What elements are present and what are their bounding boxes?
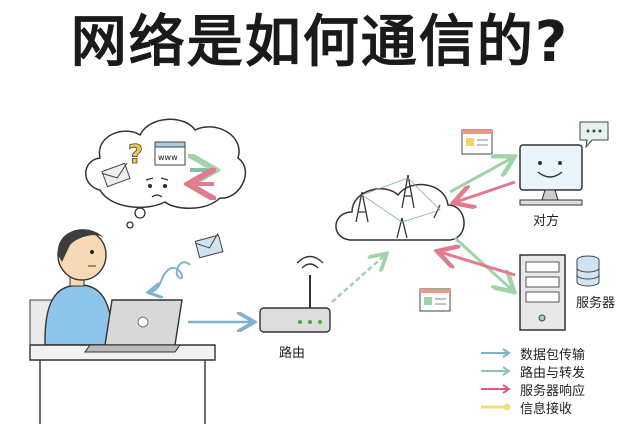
speech-bubble-icon xyxy=(579,121,609,149)
squiggle-arrow xyxy=(150,261,191,292)
browser-window-icon: www xyxy=(154,141,186,166)
legend-item: 路由与转发 xyxy=(480,362,585,381)
database-icon xyxy=(576,255,600,287)
svg-text:www: www xyxy=(158,153,178,162)
person-at-desk xyxy=(29,229,216,424)
webpage-doc-icon xyxy=(461,129,493,155)
peer-computer-icon xyxy=(519,144,583,206)
arrow-router-to-cloud xyxy=(331,255,385,303)
legend-item: 信息接收 xyxy=(480,398,585,417)
server-label: 服务器 xyxy=(576,296,616,311)
arrow-peer-to-cloud xyxy=(456,180,516,202)
peer-label: 对方 xyxy=(533,214,560,229)
legend-item: 数据包传输 xyxy=(480,344,585,363)
legend-item: 服务器响应 xyxy=(480,380,585,399)
page-title: 网络是如何通信的? xyxy=(70,10,570,75)
flying-envelope-icon xyxy=(194,232,224,259)
legend: 数据包传输 路由与转发 服务器响应 信息接收 xyxy=(480,344,585,417)
arrow-server-to-cloud xyxy=(440,252,516,277)
cell-tower-icon xyxy=(355,174,441,239)
internet-cloud xyxy=(335,174,465,241)
envelope-icon xyxy=(101,162,131,188)
laptop-icon xyxy=(84,299,183,353)
router-label: 路由 xyxy=(279,346,306,361)
question-mark-icon: ? xyxy=(128,140,143,170)
server-icon xyxy=(519,254,566,331)
worried-face-icon xyxy=(145,177,169,198)
router-icon xyxy=(259,255,331,333)
webpage-doc-icon-2 xyxy=(419,288,451,312)
thought-cloud: ? www xyxy=(85,118,247,229)
